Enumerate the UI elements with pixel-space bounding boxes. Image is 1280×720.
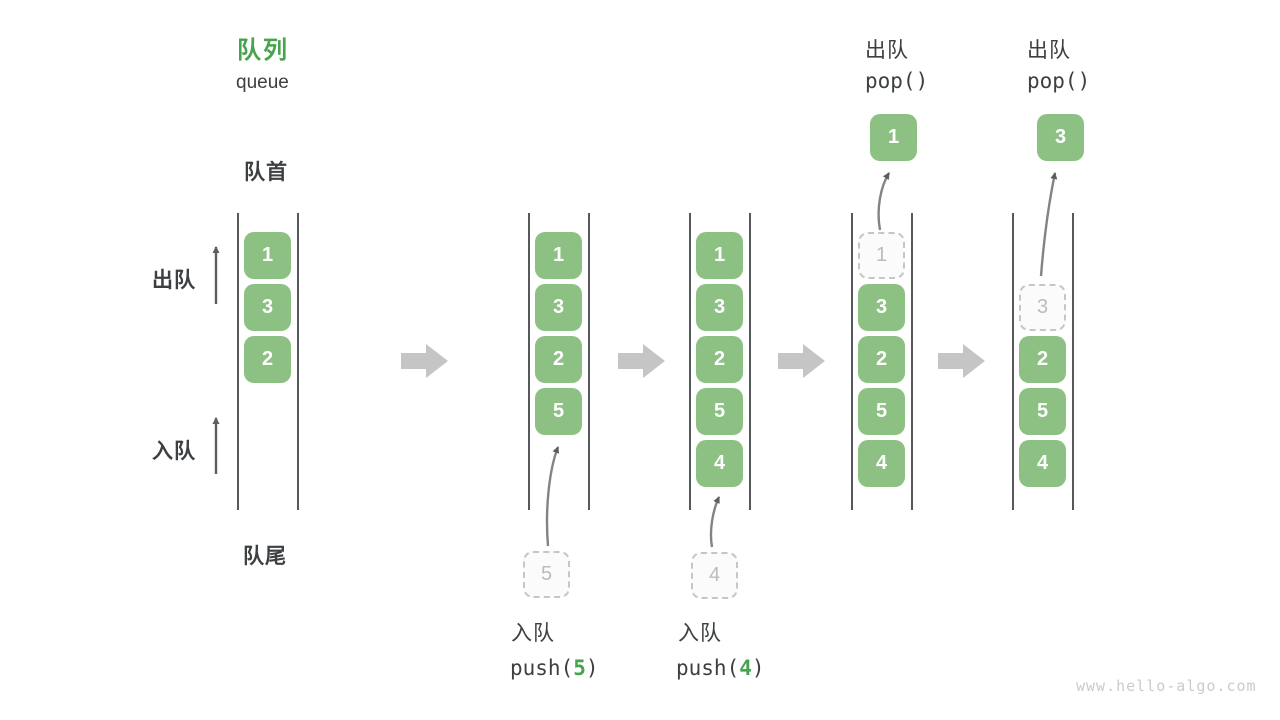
- queue-item: 2: [244, 336, 291, 383]
- queue-item: 4: [696, 440, 743, 487]
- enqueue-side-label: 入队: [152, 440, 196, 463]
- queue-item: 3: [535, 284, 582, 331]
- push5-op-label: 入队: [511, 622, 555, 645]
- queue-item: 1: [535, 232, 582, 279]
- queue-rear-label: 队尾: [243, 545, 287, 568]
- transition-arrow-3: [778, 344, 825, 378]
- pop1-op-code: pop(): [865, 69, 929, 93]
- dequeue-side-label: 出队: [152, 269, 196, 292]
- queue-item: 5: [696, 388, 743, 435]
- code-post: ): [751, 656, 765, 680]
- code-arg: 4: [739, 656, 752, 680]
- queue-item: 3: [696, 284, 743, 331]
- queue-item: 3: [858, 284, 905, 331]
- popped-item: 3: [1037, 114, 1084, 161]
- queue-walls-state2: [528, 213, 590, 510]
- queue-walls-state4: [851, 213, 913, 510]
- queue-item: 1: [696, 232, 743, 279]
- removed-item-slot: 3: [1019, 284, 1066, 331]
- code-pre: push(: [510, 656, 574, 680]
- queue-item: 4: [858, 440, 905, 487]
- pop3-op-label: 出队: [1027, 39, 1071, 62]
- queue-item: 4: [1019, 440, 1066, 487]
- code-pre: push(: [676, 656, 740, 680]
- pending-item: 4: [691, 552, 738, 599]
- queue-item: 5: [858, 388, 905, 435]
- diagram-title-zh: 队列: [237, 37, 289, 64]
- queue-walls-state3: [689, 213, 751, 510]
- queue-item: 5: [1019, 388, 1066, 435]
- pop3-op-code: pop(): [1027, 69, 1091, 93]
- diagram-title-en: queue: [236, 72, 289, 93]
- queue-walls-state5: [1012, 213, 1074, 510]
- queue-item: 2: [535, 336, 582, 383]
- removed-item-slot: 1: [858, 232, 905, 279]
- queue-item: 1: [244, 232, 291, 279]
- transition-arrow-4: [938, 344, 985, 378]
- queue-item: 2: [1019, 336, 1066, 383]
- queue-item: 5: [535, 388, 582, 435]
- push5-op-code: push(5): [510, 656, 599, 680]
- push4-op-code: push(4): [676, 656, 765, 680]
- code-arg: 5: [573, 656, 586, 680]
- queue-walls-state1: [237, 213, 299, 510]
- transition-arrow-1: [401, 344, 448, 378]
- queue-item: 2: [696, 336, 743, 383]
- code-post: ): [585, 656, 599, 680]
- queue-item: 2: [858, 336, 905, 383]
- queue-item: 3: [244, 284, 291, 331]
- queue-front-label: 队首: [244, 161, 288, 184]
- pending-item: 5: [523, 551, 570, 598]
- popped-item: 1: [870, 114, 917, 161]
- pop1-op-label: 出队: [865, 39, 909, 62]
- watermark: www.hello-algo.com: [1076, 677, 1257, 695]
- push4-op-label: 入队: [678, 622, 722, 645]
- transition-arrow-2: [618, 344, 665, 378]
